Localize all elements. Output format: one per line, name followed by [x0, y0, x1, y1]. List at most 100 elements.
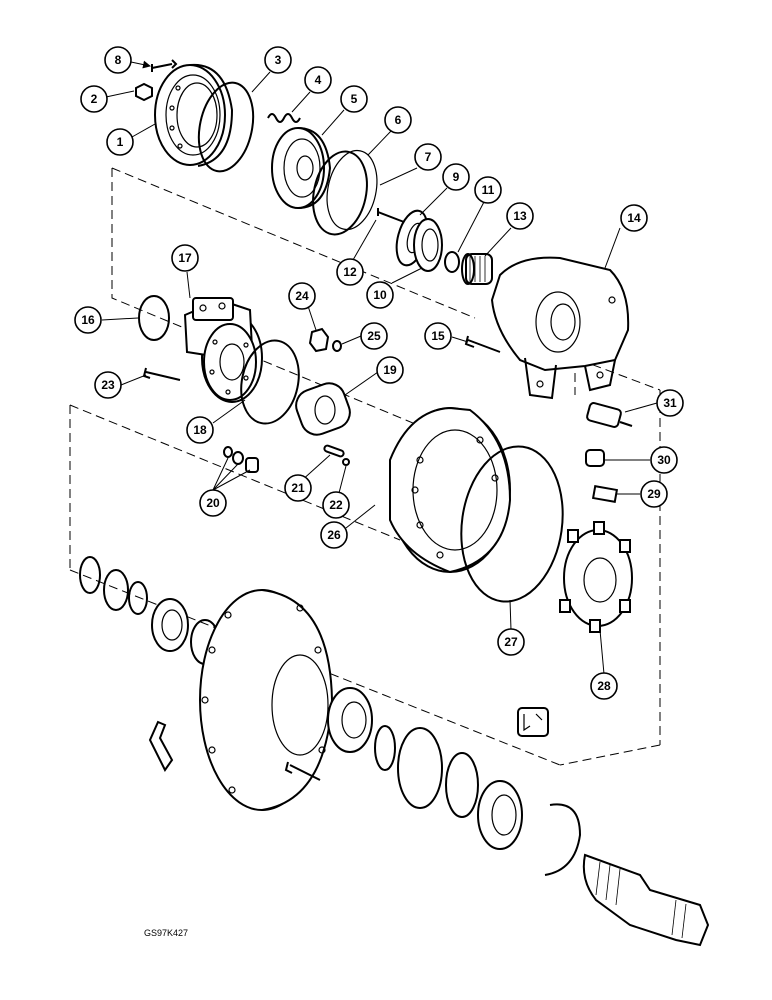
svg-text:24: 24 [295, 289, 309, 303]
svg-text:13: 13 [513, 209, 527, 223]
part-18-o-ring [240, 339, 300, 425]
svg-text:25: 25 [367, 329, 381, 343]
part-2-plug [135, 82, 153, 102]
part-11-snap-ring [444, 251, 460, 273]
seal-detail [517, 707, 549, 737]
callout-2: 2 [80, 85, 108, 113]
callout-3: 3 [264, 46, 292, 74]
svg-text:30: 30 [657, 453, 671, 467]
callout-6: 6 [384, 106, 412, 134]
part-5-piston [271, 127, 332, 209]
callout-24: 24 [288, 282, 316, 310]
callout-12: 12 [336, 258, 364, 286]
output-shaft [582, 853, 710, 947]
drawing-reference-code: GS97K427 [144, 928, 188, 938]
part-26-drum [389, 406, 512, 574]
callout-26: 26 [320, 521, 348, 549]
callout-20: 20 [199, 489, 227, 517]
svg-text:6: 6 [395, 113, 402, 127]
part-3-o-ring [197, 81, 255, 173]
part-20-seals [223, 446, 259, 473]
svg-text:10: 10 [373, 288, 387, 302]
callout-16: 16 [74, 306, 102, 334]
svg-text:8: 8 [115, 53, 122, 67]
retaining-rings [79, 556, 148, 615]
callout-31: 31 [656, 389, 684, 417]
part-7-backup-ring [326, 149, 378, 231]
svg-text:23: 23 [101, 378, 115, 392]
callout-10: 10 [366, 281, 394, 309]
callout-1: 1 [106, 128, 134, 156]
callout-30: 30 [650, 446, 678, 474]
part-8-screw [151, 59, 178, 72]
part-16-o-ring [138, 295, 170, 341]
hub [199, 589, 334, 811]
callout-19: 19 [376, 356, 404, 384]
svg-text:17: 17 [178, 251, 192, 265]
part-14-housing [490, 256, 630, 400]
callout-7: 7 [414, 143, 442, 171]
assembly-guide-lines [69, 167, 661, 766]
svg-text:22: 22 [329, 498, 343, 512]
svg-text:3: 3 [275, 53, 282, 67]
svg-text:14: 14 [627, 211, 641, 225]
lower-o-ring [397, 727, 443, 809]
part-12-screw [377, 208, 405, 223]
hub-bolt [284, 761, 321, 781]
callout-13: 13 [506, 202, 534, 230]
part-19-cam-ring [295, 382, 351, 436]
face-seal [477, 780, 523, 850]
svg-text:9: 9 [453, 170, 460, 184]
svg-text:26: 26 [327, 528, 341, 542]
callout-28: 28 [590, 672, 618, 700]
callout-8: 8 [104, 46, 132, 74]
part-31-sensor [586, 402, 633, 428]
large-snap-ring [544, 803, 582, 876]
part-27-o-ring [460, 445, 564, 603]
svg-text:2: 2 [91, 92, 98, 106]
callout-22: 22 [322, 491, 350, 519]
lower-bearing-front [151, 598, 189, 652]
part-15-bolt [464, 335, 501, 353]
svg-text:4: 4 [315, 73, 322, 87]
svg-text:20: 20 [206, 496, 220, 510]
part-21-pin [323, 444, 345, 458]
part-30-plug [585, 449, 605, 467]
svg-text:29: 29 [647, 487, 661, 501]
svg-text:7: 7 [425, 150, 432, 164]
callout-9: 9 [442, 163, 470, 191]
part-4-spring [267, 113, 301, 123]
svg-text:18: 18 [193, 423, 207, 437]
part-13-splined-coupler [461, 253, 493, 285]
part-28-gear [559, 521, 633, 633]
lower-bearing-rear [327, 687, 373, 753]
callout-17: 17 [171, 244, 199, 272]
svg-text:21: 21 [291, 481, 305, 495]
part-6-seal-ring [312, 150, 368, 236]
callout-18: 18 [186, 416, 214, 444]
svg-text:31: 31 [663, 396, 677, 410]
svg-text:16: 16 [81, 313, 95, 327]
part-23-bolt [142, 367, 181, 381]
part-29-key [591, 485, 619, 503]
callout-4: 4 [304, 66, 332, 94]
svg-text:28: 28 [597, 679, 611, 693]
callout-21: 21 [284, 474, 312, 502]
lower-clip [148, 720, 174, 772]
svg-text:1: 1 [117, 135, 124, 149]
callout-29: 29 [640, 480, 668, 508]
lower-snap-ring [374, 725, 396, 771]
part-22-ball [342, 458, 350, 466]
callout-25: 25 [360, 322, 388, 350]
svg-text:27: 27 [504, 635, 518, 649]
callout-11: 11 [474, 176, 502, 204]
callout-23: 23 [94, 371, 122, 399]
lower-seal-ring [445, 752, 479, 818]
part-1-cover [154, 63, 234, 167]
part-24-plug [308, 327, 330, 353]
callout-5: 5 [340, 85, 368, 113]
part-10-bearing [413, 218, 443, 272]
part-25-ring [332, 340, 342, 352]
svg-text:12: 12 [343, 265, 357, 279]
